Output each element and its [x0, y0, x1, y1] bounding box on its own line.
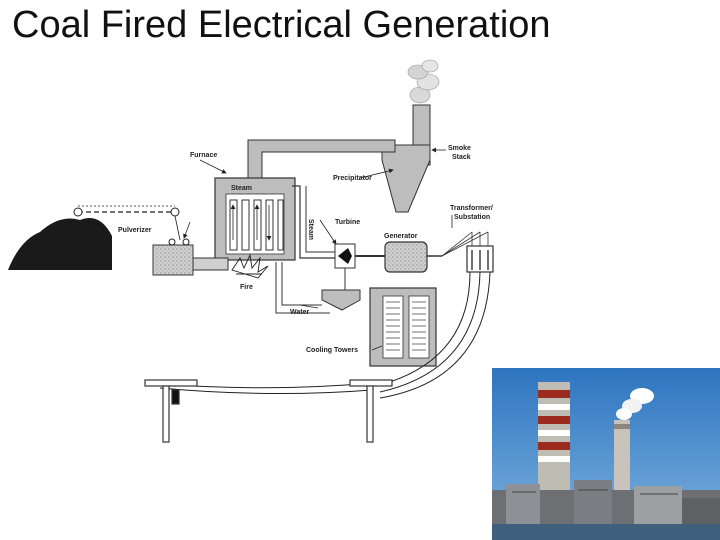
generator	[385, 242, 427, 272]
label-substation: Substation	[454, 214, 490, 221]
pulverizer	[153, 245, 193, 275]
fuel-pipe	[193, 258, 228, 270]
label-smoke: Smoke	[448, 145, 471, 152]
label-furnace: Furnace	[190, 152, 217, 159]
flue-duct	[248, 140, 395, 183]
smoke-plume	[408, 60, 439, 103]
utility-pole-right	[350, 380, 392, 442]
condenser	[322, 290, 360, 310]
label-steam: Steam	[231, 185, 252, 192]
label-generator: Generator	[384, 233, 418, 240]
precipitator	[382, 145, 430, 212]
label-pulverizer: Pulverizer	[118, 227, 152, 234]
power-plant-photo	[492, 368, 720, 540]
label-steam-vertical: Steam	[307, 219, 314, 240]
label-stack: Stack	[452, 154, 471, 161]
label-cooling-towers: Cooling Towers	[306, 347, 358, 354]
label-fire: Fire	[240, 284, 253, 291]
coal-pile	[8, 218, 112, 270]
label-precipitator: Precipitator	[333, 175, 372, 182]
label-water: Water	[290, 309, 309, 316]
label-transformer: Transformer/	[450, 205, 493, 212]
label-turbine: Turbine	[335, 219, 360, 226]
water-return-pipe	[282, 262, 322, 305]
